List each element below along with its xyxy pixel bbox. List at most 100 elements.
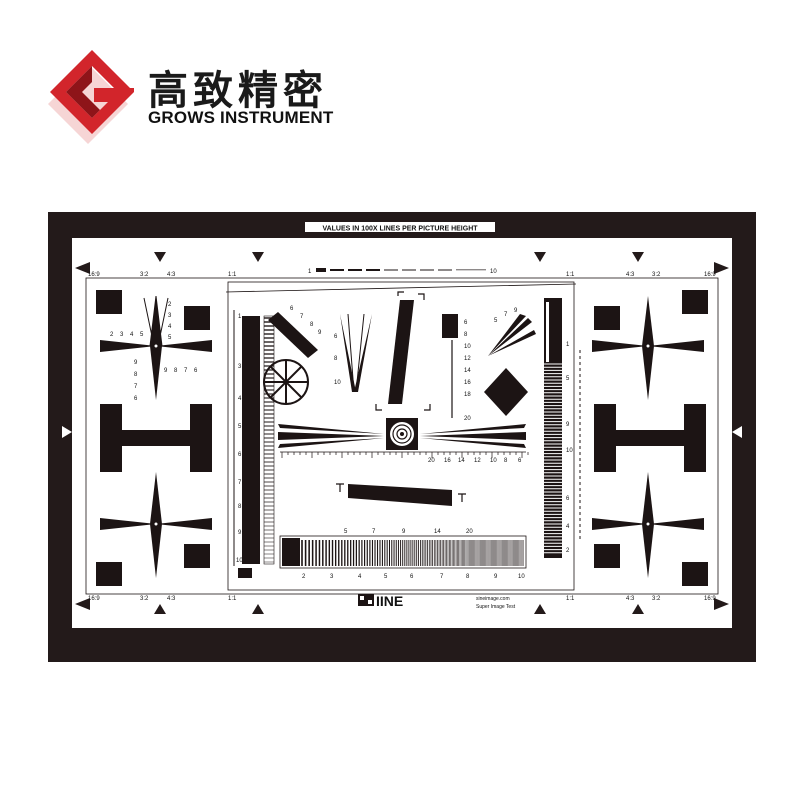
- svg-text:5: 5: [384, 574, 388, 580]
- svg-text:9: 9: [164, 368, 168, 374]
- aspect-mark-3-2: 3:2: [140, 272, 149, 278]
- brand-name-en: GROWS INSTRUMENT: [148, 108, 334, 127]
- svg-text:9: 9: [402, 529, 406, 535]
- svg-text:7: 7: [238, 480, 242, 486]
- svg-text:5: 5: [238, 424, 242, 430]
- svg-text:8: 8: [310, 322, 314, 328]
- left-ladder-lines: [264, 317, 274, 563]
- svg-text:9: 9: [238, 530, 242, 536]
- framing-lines: [85, 277, 719, 595]
- svg-text:10: 10: [490, 269, 497, 275]
- diagonal-fan-right: 5 7 9: [488, 308, 536, 356]
- top-scale: 1 10: [308, 268, 497, 275]
- svg-text:6: 6: [290, 306, 294, 312]
- aspect-mark-4-3-right: 4:3: [626, 272, 635, 278]
- edge-markers-dark: [75, 252, 729, 614]
- aspect-mark-4-3-br: 4:3: [626, 596, 635, 602]
- corner-target-top-right: [592, 290, 708, 400]
- svg-text:6: 6: [134, 396, 138, 402]
- center-scale-ticks: [281, 452, 529, 458]
- svg-text:Super Image Test: Super Image Test: [476, 604, 516, 610]
- svg-text:5: 5: [344, 529, 348, 535]
- center-bar-brackets: [375, 291, 431, 411]
- svg-text:3: 3: [168, 313, 172, 319]
- svg-text:10: 10: [464, 344, 471, 350]
- svg-text:5: 5: [494, 318, 498, 324]
- svg-text:8: 8: [464, 332, 468, 338]
- svg-text:7: 7: [440, 574, 444, 580]
- header-label-box: [305, 222, 495, 232]
- svg-text:10: 10: [236, 558, 243, 564]
- svg-text:8: 8: [466, 574, 470, 580]
- aspect-mark-3-2-br: 3:2: [652, 596, 661, 602]
- svg-text:6: 6: [464, 320, 468, 326]
- svg-text:1: 1: [308, 269, 312, 275]
- svg-text:8: 8: [334, 356, 338, 362]
- right-ladder-lines: [544, 363, 562, 554]
- aspect-mark-1-1-bl: 1:1: [228, 596, 237, 602]
- svg-text:9: 9: [134, 360, 138, 366]
- diagonal-bar-target: 6 7 8 9: [268, 306, 322, 358]
- svg-text:6: 6: [194, 368, 198, 374]
- aspect-mark-1-1: 1:1: [228, 272, 237, 278]
- svg-text:2: 2: [302, 574, 306, 580]
- svg-text:9: 9: [318, 330, 322, 336]
- svg-text:16: 16: [444, 458, 451, 464]
- svg-text:6: 6: [518, 458, 522, 464]
- diamond-target: [484, 368, 528, 416]
- svg-text:10: 10: [334, 380, 341, 386]
- svg-text:9: 9: [514, 308, 518, 314]
- logo-outer: [50, 50, 134, 134]
- svg-text:4: 4: [566, 524, 570, 530]
- center-zone-plate: [386, 418, 418, 450]
- aspect-mark-3-2-bl: 3:2: [140, 596, 149, 602]
- svg-text:6: 6: [566, 496, 570, 502]
- corner-target-bottom-right: [592, 472, 708, 586]
- corner-target-bottom-left: [96, 472, 212, 586]
- svg-text:10: 10: [566, 448, 573, 454]
- svg-text:20: 20: [428, 458, 435, 464]
- aspect-mark-4-3-bl: 4:3: [167, 596, 176, 602]
- svg-text:7: 7: [300, 314, 304, 320]
- svg-text:3: 3: [238, 364, 242, 370]
- svg-text:14: 14: [458, 458, 465, 464]
- svg-text:IINE: IINE: [376, 593, 403, 609]
- aspect-mark-3-2-right: 3:2: [652, 272, 661, 278]
- brand-header: 高致精密 GROWS INSTRUMENT: [38, 44, 358, 154]
- left-vertical-ladder: 1 3 4 5 6 7 8 9 10: [233, 310, 275, 578]
- aspect-mark-16-9: 16:9: [88, 272, 100, 278]
- aspect-mark-16-9-bl: 16:9: [88, 596, 100, 602]
- bottom-wedge-lines: [301, 540, 524, 566]
- center-horizontal-fans: 20 16 14 12 10 8 6: [278, 424, 526, 464]
- aspect-mark-1-1-right: 1:1: [566, 272, 575, 278]
- svg-text:7: 7: [184, 368, 188, 374]
- svg-text:12: 12: [464, 356, 471, 362]
- aspect-mark-4-3: 4:3: [167, 272, 176, 278]
- svg-text:5: 5: [140, 332, 144, 338]
- svg-text:20: 20: [466, 529, 473, 535]
- svg-text:7: 7: [372, 529, 376, 535]
- svg-text:6: 6: [238, 452, 242, 458]
- svg-text:18: 18: [464, 392, 471, 398]
- svg-text:4: 4: [238, 396, 242, 402]
- svg-text:6: 6: [334, 334, 338, 340]
- brand-name-zh: 高致精密: [148, 68, 328, 114]
- svg-text:1: 1: [566, 342, 570, 348]
- svg-text:20: 20: [464, 416, 471, 422]
- svg-text:10: 10: [490, 458, 497, 464]
- center-tall-bar: [388, 300, 414, 404]
- svg-text:4: 4: [130, 332, 134, 338]
- svg-text:10: 10: [518, 574, 525, 580]
- upper-right-block: 6 8 10 12 14 16 18 20: [442, 314, 471, 422]
- svg-text:2: 2: [566, 548, 570, 554]
- svg-text:8: 8: [174, 368, 178, 374]
- svg-text:8: 8: [134, 372, 138, 378]
- svg-text:9: 9: [566, 422, 570, 428]
- svg-text:7: 7: [504, 312, 508, 318]
- svg-text:9: 9: [494, 574, 498, 580]
- chart-header: VALUES IN 100X LINES PER PICTURE HEIGHT: [322, 226, 478, 233]
- svg-text:12: 12: [474, 458, 481, 464]
- maker-logo: IINE sineimage.com Super Image Test: [358, 593, 516, 610]
- aspect-mark-1-1-br: 1:1: [566, 596, 575, 602]
